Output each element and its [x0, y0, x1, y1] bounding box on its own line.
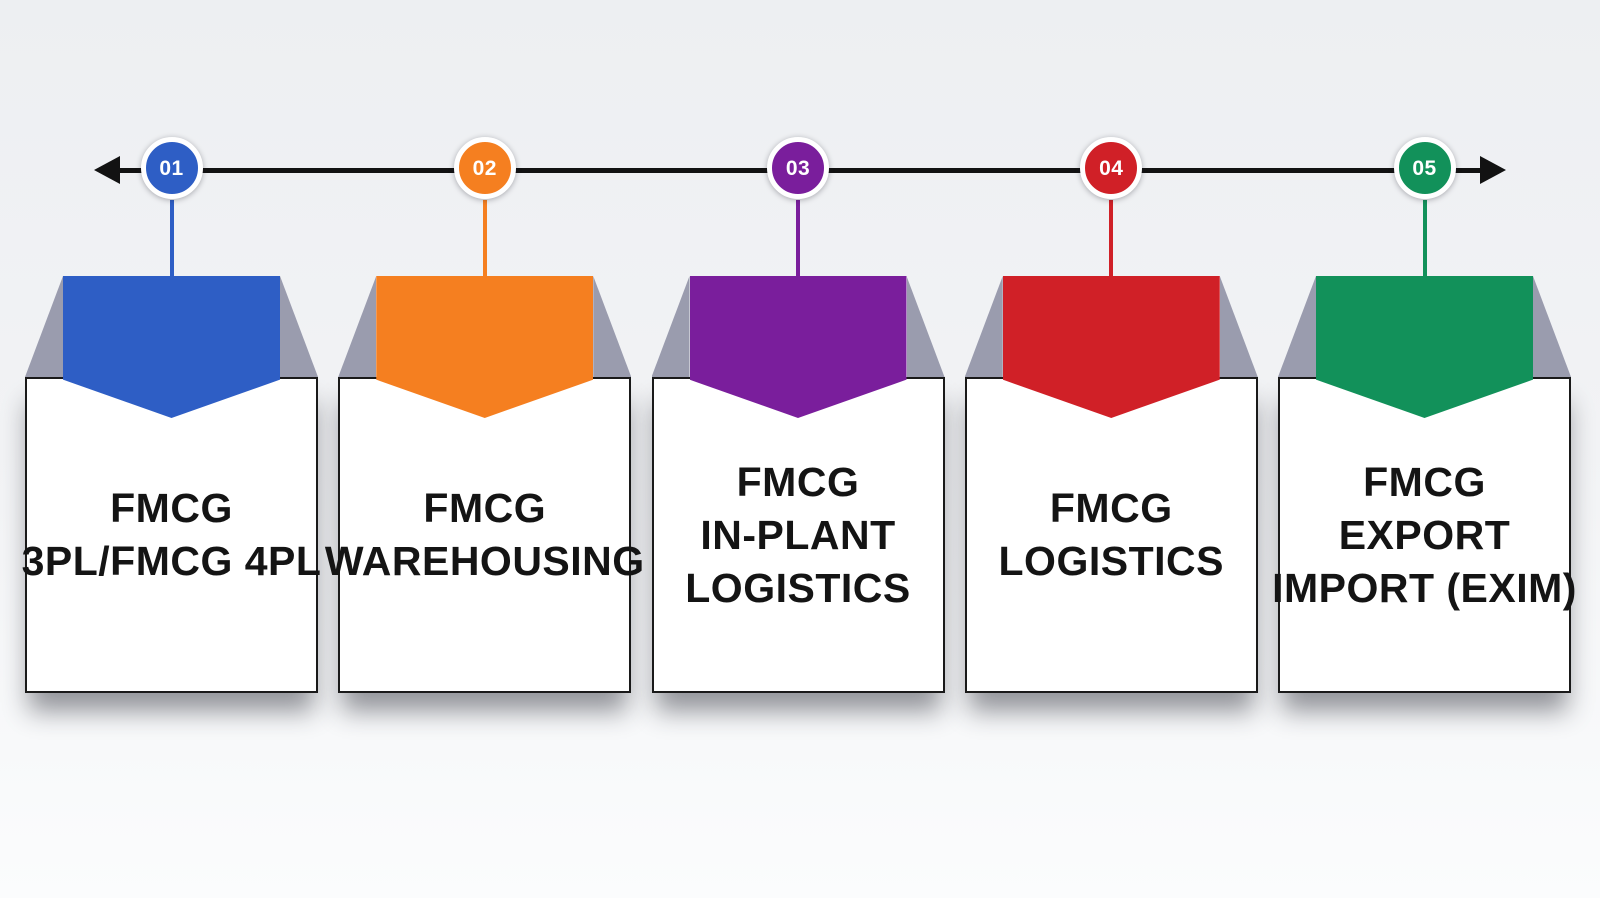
banner-fold-right	[1219, 276, 1258, 377]
step-connector-line	[169, 200, 174, 278]
service-card: FMCG IN-PLANT LOGISTICS	[651, 377, 945, 693]
step-number: 03	[785, 156, 811, 180]
banner-fold-left	[25, 276, 63, 377]
step-item-2: 02 FMCG WAREHOUSING	[325, 137, 644, 693]
step-connector-line	[1422, 200, 1427, 278]
banner-fold-right	[1533, 276, 1571, 377]
service-card: FMCG WAREHOUSING	[325, 377, 644, 693]
service-card: FMCG 3PL/FMCG 4PL	[22, 377, 321, 693]
step-marker-4: 04	[1080, 137, 1143, 199]
step-marker-5: 05	[1393, 137, 1456, 199]
arrow-left-icon	[94, 156, 120, 184]
step-number: 02	[472, 156, 497, 180]
step-connector-line	[796, 200, 800, 278]
step-number: 04	[1099, 156, 1124, 180]
step-item-3: 03 FMCG IN-PLANT LOGISTICS	[651, 137, 945, 693]
step-number: 01	[159, 156, 184, 180]
service-card: FMCG EXPORT IMPORT (EXIM)	[1272, 377, 1576, 693]
step-item-1: 01 FMCG 3PL/FMCG 4PL	[22, 137, 321, 693]
banner-fold-left	[964, 276, 1003, 377]
step-connector-line	[1109, 200, 1114, 278]
banner-fold-right	[280, 276, 318, 377]
step-item-5: 05 FMCG EXPORT IMPORT (EXIM)	[1272, 137, 1576, 693]
card-title: FMCG WAREHOUSING	[324, 485, 645, 584]
arrow-right-icon	[1480, 156, 1506, 184]
step-number: 05	[1412, 156, 1437, 180]
card-title: FMCG IN-PLANT LOGISTICS	[685, 458, 911, 611]
banner-fold-left	[651, 276, 690, 377]
banner-fold-left	[1278, 276, 1316, 377]
banner-fold-left	[338, 276, 377, 377]
banner-fold-right	[593, 276, 632, 377]
step-item-4: 04 FMCG LOGISTICS	[964, 137, 1258, 693]
card-title: FMCG LOGISTICS	[998, 485, 1224, 584]
step-marker-1: 01	[140, 137, 203, 199]
step-marker-2: 02	[453, 137, 516, 199]
service-card: FMCG LOGISTICS	[964, 377, 1258, 693]
card-title: FMCG 3PL/FMCG 4PL	[21, 485, 322, 584]
step-marker-3: 03	[767, 137, 829, 199]
steps-row: 01 FMCG 3PL/FMCG 4PL 02 FMCG WAREHOUSING	[22, 137, 1576, 693]
step-connector-line	[482, 200, 487, 278]
banner-fold-right	[906, 276, 945, 377]
card-title: FMCG EXPORT IMPORT (EXIM)	[1272, 458, 1577, 611]
